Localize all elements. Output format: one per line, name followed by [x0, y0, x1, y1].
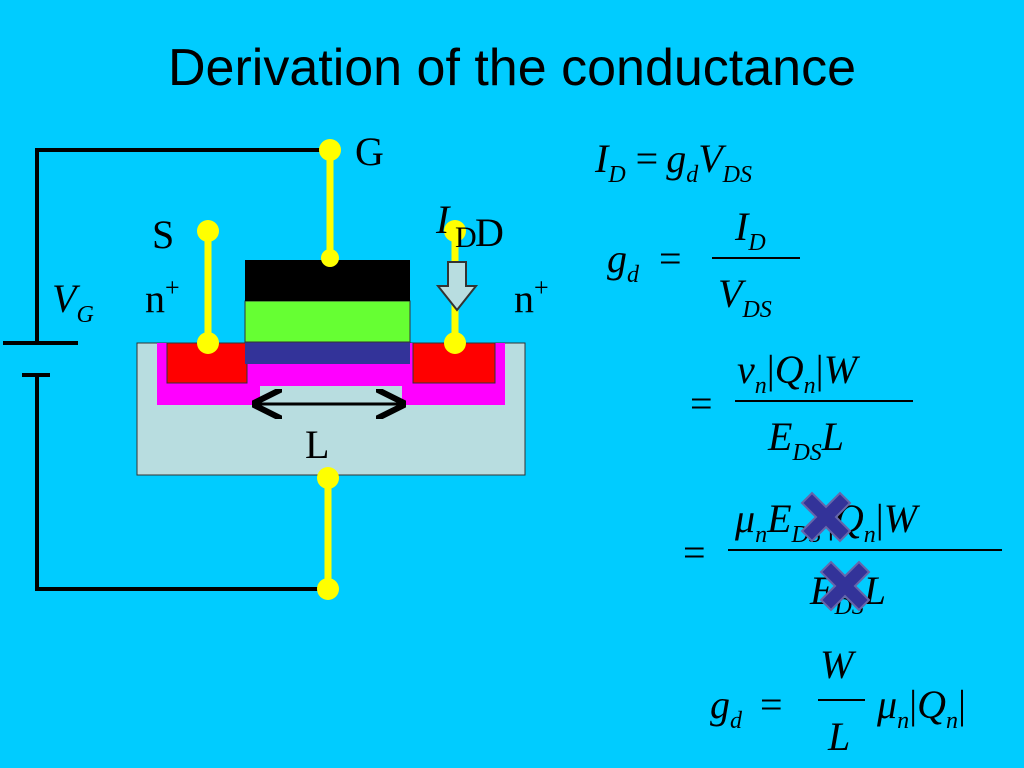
equation-result-rhs: μn|Qn|	[876, 682, 966, 734]
gate-voltage-label: VG	[52, 276, 94, 328]
equations: ID=gdVDS gd= ID VDS = vn|Qn|W EDSL = μnE…	[594, 136, 1002, 759]
mosfet-device	[136, 260, 526, 476]
channel-length-label: L	[305, 422, 329, 467]
body-contact-dot	[317, 467, 339, 489]
circuit-wires	[3, 148, 330, 591]
equation-conductance-def-num: ID	[734, 204, 766, 256]
equation-conductance-def-den: VDS	[718, 271, 772, 323]
equation-conductance-def-lhs: gd=	[607, 236, 682, 288]
page-title: Derivation of the conductance	[168, 39, 856, 97]
equation-velocity-eq: =	[690, 381, 713, 426]
source-region-label: n+	[145, 273, 180, 321]
source-label: S	[152, 212, 174, 257]
current-arrow-icon	[435, 261, 479, 312]
equation-result-den: L	[827, 714, 850, 759]
equation-velocity-den: EDSL	[767, 414, 844, 466]
equation-mobility-eq: =	[683, 530, 706, 575]
drain-terminal-dot	[444, 220, 466, 242]
drain-region-label: n+	[514, 273, 549, 321]
gate-oxide	[245, 342, 410, 364]
wire-bottom	[35, 375, 330, 591]
drain-contact-dot	[444, 332, 466, 354]
source-contact-dot	[197, 332, 219, 354]
cancel-cross-icon-top	[800, 491, 852, 543]
equation-ohms-law: ID=gdVDS	[594, 136, 752, 188]
current-subscript: D	[455, 221, 477, 254]
equation-result-num: W	[820, 642, 857, 687]
body-terminal-dot	[317, 578, 339, 600]
gate-poly	[244, 300, 411, 343]
gate-contact-dot	[321, 249, 339, 267]
drain-n-plus	[412, 342, 496, 384]
source-terminal-dot	[197, 220, 219, 242]
equation-result-lhs: gd=	[710, 682, 783, 734]
current-symbol: I	[435, 197, 451, 242]
drain-label: D	[475, 210, 504, 255]
cancel-cross-icon-bottom	[819, 560, 871, 612]
gate-label: G	[355, 129, 384, 174]
gate-metal	[245, 260, 410, 301]
equation-velocity-num: vn|Qn|W	[737, 347, 861, 399]
wire-top	[35, 148, 330, 342]
gate-terminal-dot	[319, 139, 341, 161]
